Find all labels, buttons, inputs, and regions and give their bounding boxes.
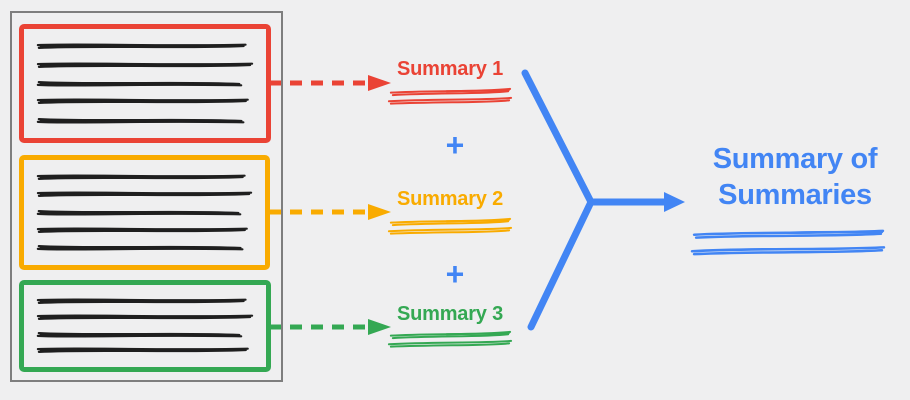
text-scribble (35, 172, 247, 183)
source-document (10, 11, 283, 382)
summary-3-scribble (386, 329, 513, 350)
document-section-1 (19, 24, 271, 143)
summary-1-label: Summary 1 (396, 58, 504, 80)
text-scribble (35, 115, 246, 126)
result-label: Summary of Summaries (712, 143, 878, 211)
result-scribble (688, 226, 888, 259)
document-section-2 (19, 155, 270, 270)
text-scribble (35, 96, 251, 107)
text-scribble (35, 225, 250, 236)
text-scribble (35, 189, 254, 200)
text-scribble (35, 207, 243, 218)
summary-2-scribble (386, 216, 513, 237)
summary-1-scribble (386, 86, 513, 107)
text-scribble (35, 345, 251, 356)
dashed-arrow-section3-to-summary3 (268, 317, 394, 337)
document-section-3 (19, 280, 271, 372)
text-scribble (35, 329, 244, 340)
text-scribble (35, 312, 255, 323)
summary-2-label: Summary 2 (396, 188, 504, 210)
dashed-arrow-section2-to-summary2 (268, 202, 394, 222)
text-scribble (35, 296, 248, 307)
plus-operator-1: + (445, 127, 465, 163)
dashed-arrow-section1-to-summary1 (268, 73, 394, 93)
plus-operator-2: + (445, 256, 465, 292)
text-scribble (35, 78, 244, 89)
merge-arrow (521, 69, 685, 331)
text-scribble (35, 60, 255, 71)
text-scribble (35, 41, 248, 52)
text-scribble (35, 242, 245, 253)
summary-3-label: Summary 3 (396, 303, 504, 325)
